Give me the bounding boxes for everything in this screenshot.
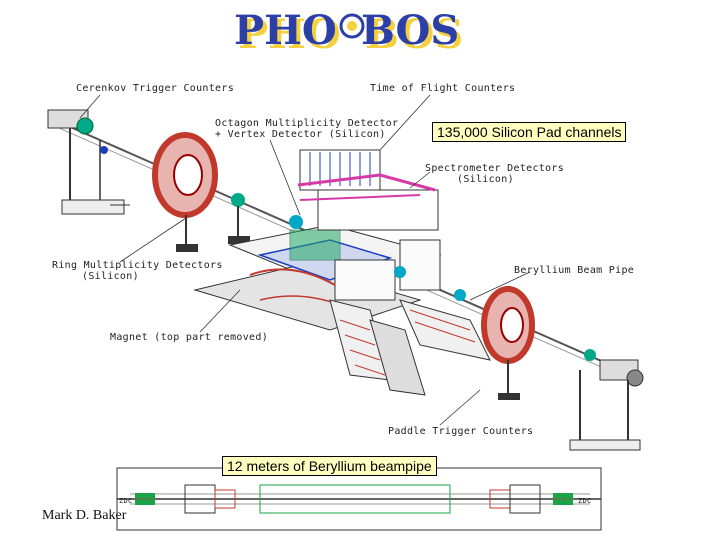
silicon-channels-callout: 135,000 Silicon Pad channels xyxy=(432,122,627,142)
magnet-label: Magnet (top part removed) xyxy=(110,332,269,343)
magnet-lower-yoke xyxy=(329,299,491,396)
paddle-trigger-label: Paddle Trigger Counters xyxy=(388,426,534,437)
spectrometer-label-line2: (Silicon) xyxy=(457,174,514,185)
logo-text-left: PHO xyxy=(234,7,337,54)
ring-multiplicity-stand xyxy=(228,193,303,244)
beryllium-beam-pipe-label: Beryllium Beam Pipe xyxy=(514,265,635,276)
logo-shadow-right: BOS xyxy=(365,11,463,58)
beamline-schematic xyxy=(116,467,602,531)
beamline-left-label: ZDC xyxy=(119,497,133,505)
beampipe-length-callout: 12 meters of Beryllium beampipe xyxy=(222,456,437,476)
ring-multiplicity-label-line2: (Silicon) xyxy=(82,271,139,282)
right-ring-detector xyxy=(394,266,535,400)
phobos-logo: PHO PHO BOS BOS xyxy=(234,7,463,58)
beamline-right-label: ZDC xyxy=(578,497,592,505)
logo-shadow-left: PHO xyxy=(238,11,341,58)
left-cerenkov-counter xyxy=(47,109,130,215)
logo-ring-icon xyxy=(339,13,365,39)
author-name: Mark D. Baker xyxy=(42,508,127,523)
spectrometer-label-line1: Spectrometer Detectors xyxy=(425,163,565,174)
left-ring-detector xyxy=(152,132,218,252)
ring-multiplicity-label-line1: Ring Multiplicity Detectors xyxy=(52,260,223,271)
logo-core-icon xyxy=(347,21,357,31)
octagon-label-line1: Octagon Multiplicity Detector xyxy=(215,118,399,129)
right-cerenkov-counter xyxy=(569,349,644,451)
octagon-label-line2: + Vertex Detector (Silicon) xyxy=(215,129,386,140)
logo-text-right: BOS xyxy=(361,7,459,54)
time-of-flight-label: Time of Flight Counters xyxy=(370,83,516,94)
leader-lines xyxy=(79,94,531,426)
cerenkov-trigger-label: Cerenkov Trigger Counters xyxy=(76,83,235,94)
